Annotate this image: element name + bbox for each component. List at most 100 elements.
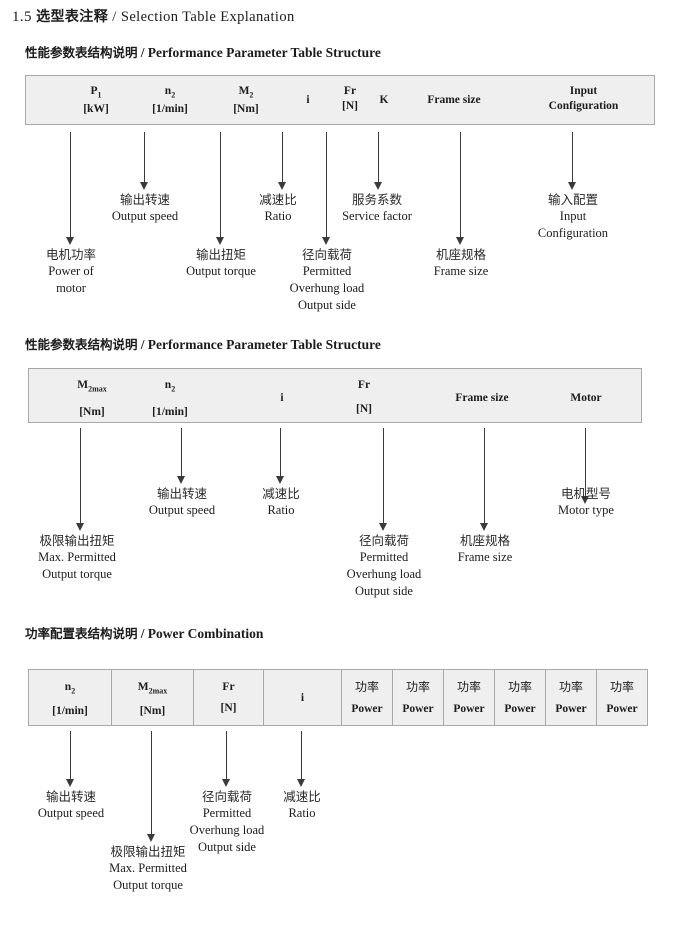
- arrow3-speed: [66, 731, 75, 787]
- section3-heading-en: Power Combination: [147, 626, 264, 641]
- th2-radial-load-symbol: Fr: [357, 379, 371, 391]
- th3-power-1: 功率 Power: [342, 680, 392, 717]
- caption-frame-size-en-1: Frame size: [433, 264, 489, 278]
- caption3-max-torque: 极限输出扭矩 Max. Permitted Output torque: [89, 843, 207, 894]
- caption3-ratio-cn: 减速比: [283, 789, 321, 804]
- th3-max-torque-symbol: M: [137, 681, 149, 693]
- th3-power-2-en: Power: [402, 703, 434, 715]
- caption2-radial-load-cn: 径向载荷: [358, 533, 409, 548]
- section-heading-cn: 性能参数表结构说明: [25, 45, 138, 60]
- caption2-radial-load-en-1: Permitted: [359, 550, 409, 564]
- th3-max-torque-sub: 2max: [148, 686, 168, 696]
- th3-power-4-cn: 功率: [507, 680, 532, 694]
- caption3-max-torque-cn: 极限输出扭矩: [110, 844, 186, 859]
- th3-radial-load-symbol: Fr: [222, 681, 235, 693]
- th2-ratio: i: [237, 391, 327, 406]
- cell-divider-6: [443, 670, 444, 725]
- th2-motor: Motor: [541, 391, 631, 406]
- th3-ratio-symbol: i: [300, 692, 305, 704]
- cell-divider-9: [596, 670, 597, 725]
- caption-speed-cn: 输出转速: [119, 192, 170, 207]
- caption3-speed-en-1: Output speed: [37, 806, 105, 820]
- th-speed-sub: 2: [171, 90, 176, 100]
- arrow-service-factor: [374, 132, 383, 190]
- section-heading-power-combination: 功率配置表结构说明 / Power Combination: [25, 623, 263, 642]
- caption-power-en-1: Power of: [48, 264, 94, 278]
- arrow3-max-torque: [147, 731, 156, 842]
- caption3-max-torque-en-1: Max. Permitted: [109, 861, 187, 875]
- caption-service-factor-en-1: Service factor: [342, 209, 412, 223]
- arrow-frame-size: [456, 132, 465, 245]
- caption3-radial-load-en-1: Permitted: [202, 806, 252, 820]
- caption-radial-load-cn: 径向载荷: [301, 247, 352, 262]
- th3-power-1-cn: 功率: [354, 680, 379, 694]
- th2-speed-sub: 2: [171, 384, 176, 394]
- th3-radial-load-unit: [N]: [220, 702, 237, 714]
- th-speed: n2 [1/min]: [120, 84, 220, 117]
- section-heading-performance-1: 性能参数表结构说明 / Performance Parameter Table …: [25, 42, 381, 61]
- caption3-speed: 输出转速 Output speed: [16, 788, 126, 822]
- caption-input-config-en-1: Input: [559, 209, 587, 223]
- page-title: 1.5 选型表注释 / Selection Table Explanation: [12, 6, 295, 26]
- th2-speed-unit: [1/min]: [152, 406, 188, 419]
- th3-radial-load: Fr [N]: [194, 680, 263, 716]
- th3-power-6-cn: 功率: [609, 680, 634, 694]
- caption2-motor: 电机型号 Motor type: [531, 485, 641, 519]
- cell-divider-8: [545, 670, 546, 725]
- th-service-factor-symbol: K: [379, 94, 389, 106]
- th-speed-symbol: n: [164, 85, 172, 97]
- caption2-frame-size-cn: 机座规格: [459, 533, 510, 548]
- caption3-max-torque-en-2: Output torque: [113, 878, 183, 892]
- th3-power-6: 功率 Power: [597, 680, 647, 717]
- section-heading-performance-2: 性能参数表结构说明 / Performance Parameter Table …: [25, 334, 381, 353]
- th3-speed-sub: 2: [71, 686, 76, 696]
- caption-radial-load-en-3: Output side: [298, 298, 356, 312]
- th-input-config-unit: Configuration: [548, 100, 619, 112]
- caption-ratio: 减速比 Ratio: [228, 191, 328, 225]
- caption-power-cn: 电机功率: [45, 247, 96, 262]
- caption-service-factor-cn: 服务系数: [351, 192, 402, 207]
- caption-frame-size: 机座规格 Frame size: [406, 246, 516, 280]
- caption2-ratio-en-1: Ratio: [267, 503, 295, 517]
- th2-speed-symbol: n: [164, 379, 172, 391]
- th3-max-torque-unit: [Nm]: [139, 705, 166, 718]
- arrow-speed: [140, 132, 149, 190]
- th3-ratio: i: [264, 691, 341, 706]
- caption-speed: 输出转速 Output speed: [90, 191, 200, 225]
- th2-ratio-symbol: i: [280, 392, 284, 404]
- th2-max-torque-sub: 2max: [88, 384, 107, 394]
- cell-divider-1: [111, 670, 112, 725]
- th3-power-6-en: Power: [606, 703, 638, 715]
- caption-radial-load: 径向载荷 Permitted Overhung load Output side: [272, 246, 382, 314]
- performance-table-2: M2max [Nm] n2 [1/min] i Fr [N] Frame siz…: [28, 368, 642, 423]
- caption2-speed-cn: 输出转速: [156, 486, 207, 501]
- arrow-torque: [216, 132, 225, 245]
- arrow2-motor: [581, 428, 590, 504]
- arrow2-radial-load: [379, 428, 388, 531]
- th2-radial-load: Fr [N]: [319, 378, 409, 417]
- section3-heading-cn: 功率配置表结构说明: [25, 626, 138, 641]
- arrow2-max-torque: [76, 428, 85, 531]
- th-ratio: i: [258, 93, 358, 108]
- page-title-en: Selection Table Explanation: [120, 9, 295, 25]
- caption2-frame-size-en-1: Frame size: [457, 550, 513, 564]
- caption-ratio-cn: 减速比: [259, 192, 297, 207]
- th-radial-load: Fr [N]: [300, 84, 400, 114]
- caption2-motor-en-1: Motor type: [558, 503, 614, 517]
- caption-speed-en-1: Output speed: [111, 209, 179, 223]
- caption3-radial-load-cn: 径向载荷: [201, 789, 252, 804]
- caption2-speed: 输出转速 Output speed: [127, 485, 237, 519]
- section-heading-en: Performance Parameter Table Structure: [147, 45, 381, 60]
- arrow-radial-load: [322, 132, 331, 245]
- th3-power-4: 功率 Power: [495, 680, 545, 717]
- section2-heading-en: Performance Parameter Table Structure: [147, 337, 381, 352]
- caption-input-config-en-2: Configuration: [537, 226, 609, 240]
- arrow3-radial-load: [222, 731, 231, 787]
- caption-torque: 输出扭矩 Output torque: [166, 246, 276, 280]
- th3-power-2-cn: 功率: [405, 680, 430, 694]
- th-torque-symbol: M: [238, 85, 250, 97]
- th-speed-unit: [1/min]: [152, 103, 188, 116]
- cell-divider-3: [263, 670, 264, 725]
- arrow-ratio: [278, 132, 287, 190]
